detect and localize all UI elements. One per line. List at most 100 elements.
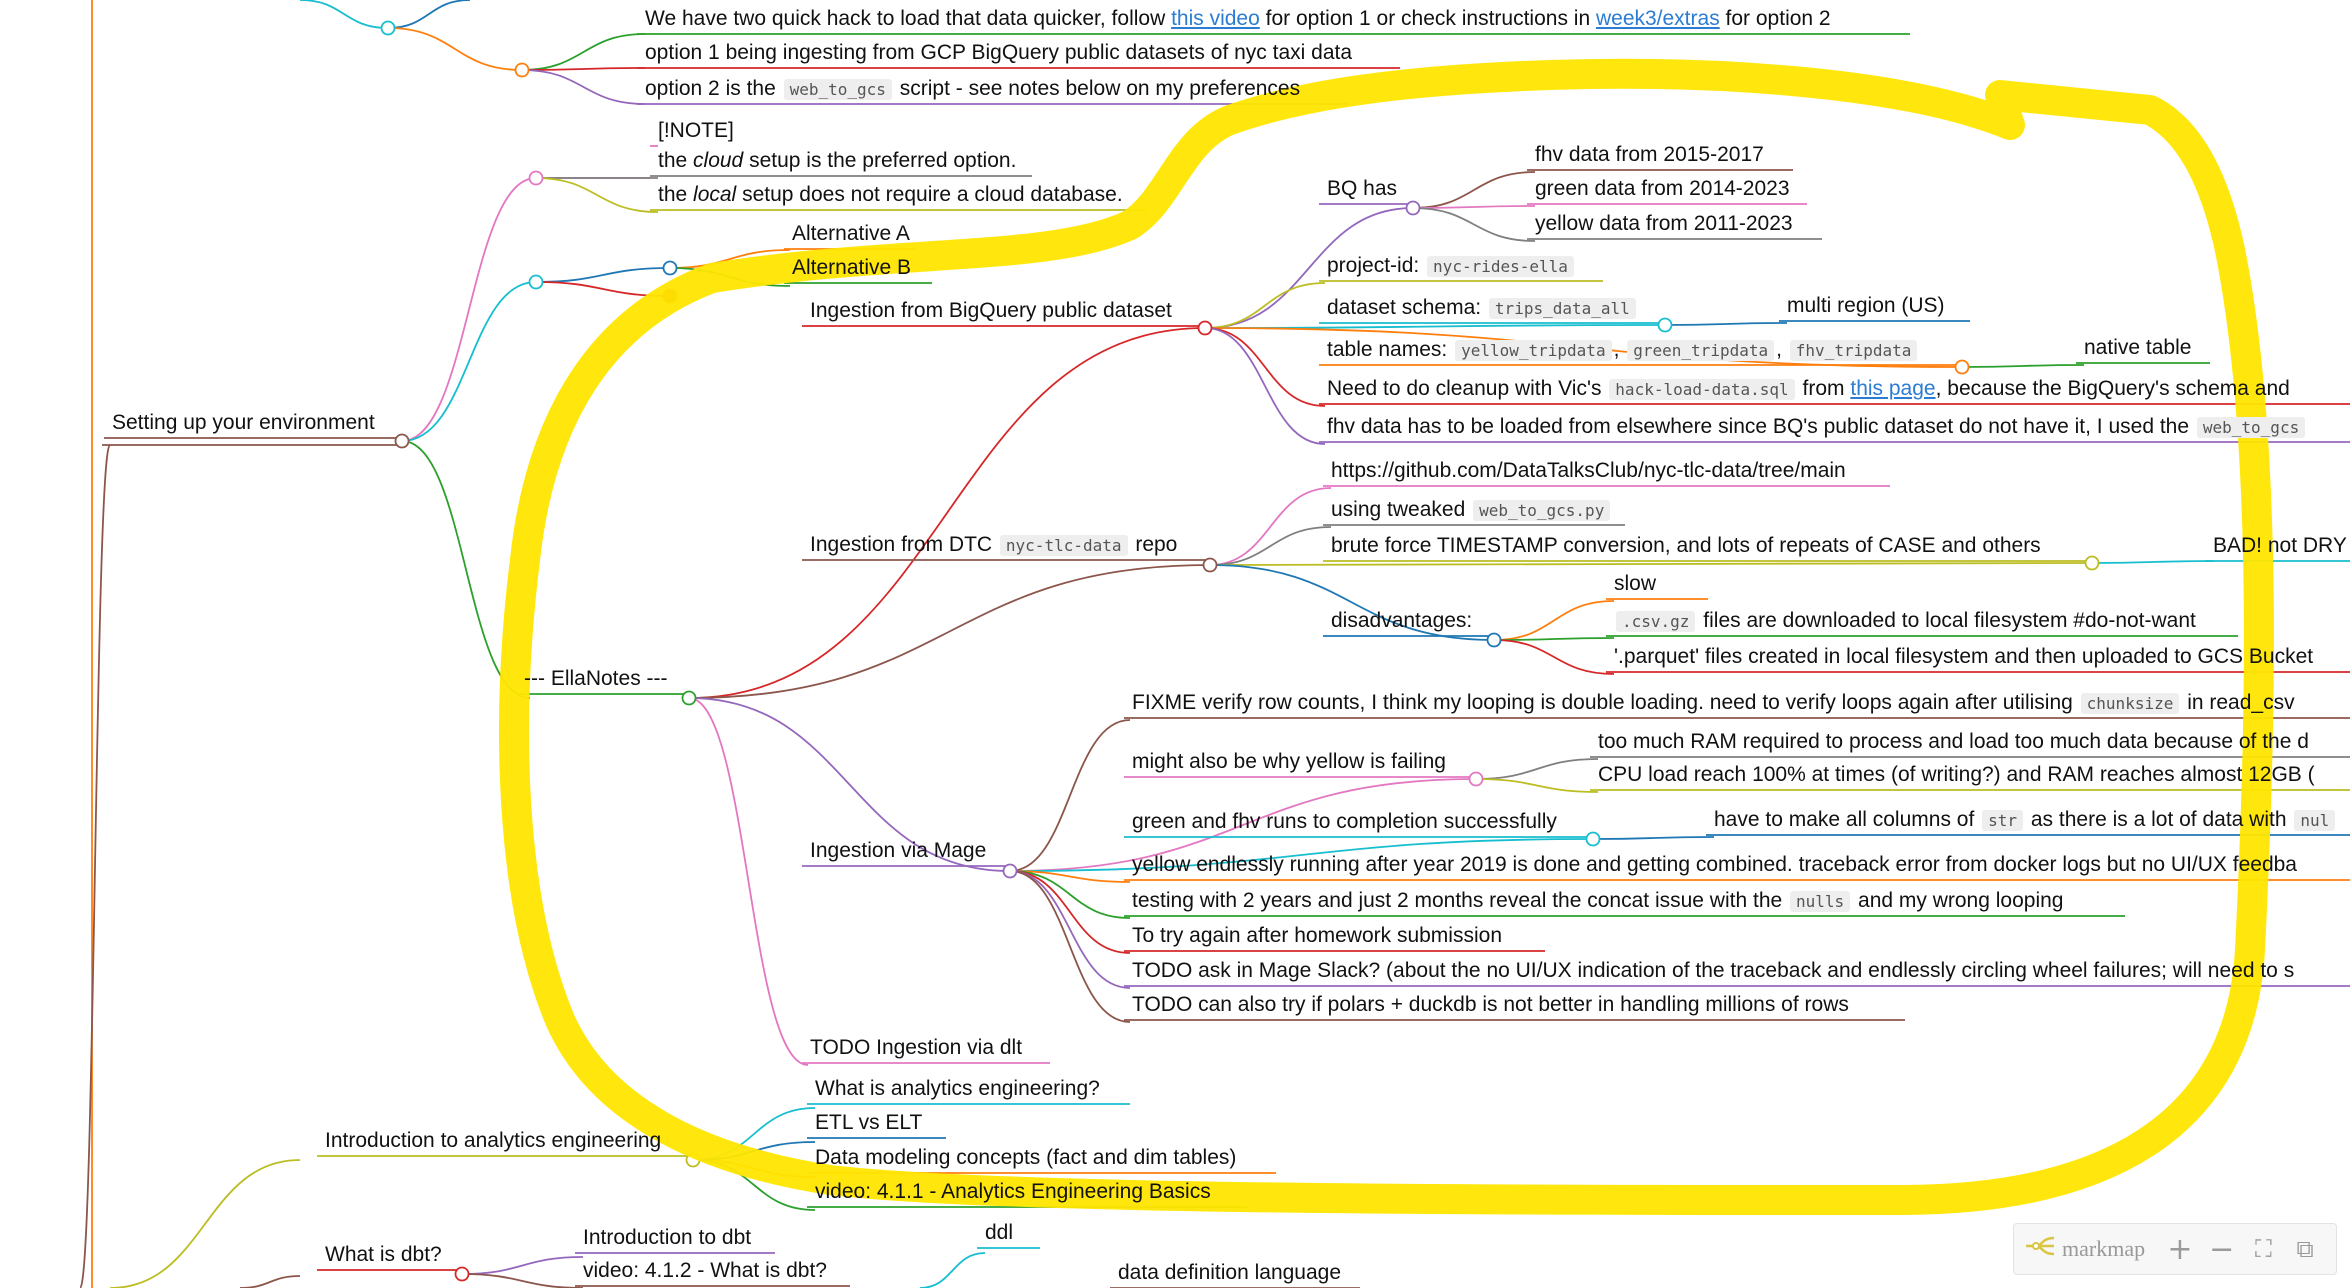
- node-text: video: 4.1.1 - Analytics Engineering Bas…: [815, 1180, 1211, 1203]
- node-fixme: FIXME verify row counts, I think my loop…: [1132, 691, 2295, 716]
- node-brute-force: brute force TIMESTAMP conversion, and lo…: [1331, 534, 2041, 558]
- node-bad-dry: BAD! not DRY: [2213, 534, 2347, 558]
- node-text: We have two quick hack to load that data…: [645, 7, 1172, 30]
- node-green-fhv-ok: green and fhv runs to completion success…: [1132, 810, 1557, 834]
- node-toggle[interactable]: [1202, 557, 1218, 573]
- node-text: TODO Ingestion via dlt: [810, 1036, 1023, 1059]
- inline-code: fhv_tripdata: [1789, 340, 1918, 361]
- node-toggle[interactable]: [454, 1266, 470, 1282]
- inline-code: hack-load-data.sql: [1609, 379, 1795, 400]
- node-slow: slow: [1614, 572, 1656, 596]
- fit-window-icon: ⛶: [2254, 1235, 2272, 1263]
- zoom-in-button[interactable]: +: [2159, 1229, 2201, 1269]
- hyperlink[interactable]: this page: [1850, 377, 1936, 400]
- node-what-is-ae: What is analytics engineering?: [815, 1077, 1100, 1101]
- node-project-id: project-id: nyc-rides-ella: [1327, 254, 1576, 279]
- node-dtc-repo: Ingestion from DTC nyc-tlc-data repo: [810, 533, 1177, 558]
- node-toggle[interactable]: [380, 20, 396, 36]
- node-text: ETL vs ELT: [815, 1111, 923, 1134]
- node-toggle[interactable]: [394, 433, 410, 449]
- node-etl-elt: ETL vs ELT: [815, 1111, 922, 1135]
- branch-edge: [1961, 364, 2085, 368]
- node-text: Ingestion from DTC: [810, 533, 998, 556]
- node-text: --- EllaNotes ---: [524, 667, 668, 690]
- branch-edge: [688, 697, 1011, 872]
- node-testing-concat: testing with 2 years and just 2 months r…: [1132, 889, 2063, 914]
- branch-edge: [461, 1273, 584, 1288]
- markmap-brand[interactable]: markmap: [2024, 1235, 2145, 1263]
- node-text: dataset schema:: [1327, 296, 1487, 319]
- toggle-recursive-button[interactable]: ⧉: [2284, 1229, 2326, 1269]
- node-toggle[interactable]: [528, 274, 544, 290]
- node-bq-public: Ingestion from BigQuery public dataset: [810, 299, 1172, 323]
- node-text: ,: [1776, 338, 1788, 361]
- hyperlink[interactable]: this video: [1171, 7, 1260, 30]
- node-toggle[interactable]: [528, 170, 544, 186]
- node-toggle[interactable]: [1486, 632, 1502, 648]
- hyperlink[interactable]: week3/extras: [1595, 7, 1720, 30]
- markmap-brand-label: markmap: [2062, 1236, 2146, 1261]
- emphasis-text: cloud: [693, 149, 744, 172]
- branch-edge: [521, 67, 646, 71]
- node-ddl: ddl: [985, 1221, 1013, 1245]
- node-toggle[interactable]: [1002, 863, 1018, 879]
- emphasis-text: local: [693, 183, 737, 206]
- branch-edge: [1493, 600, 1615, 641]
- branch-edge: [1493, 639, 1615, 675]
- branch-edge: [1009, 719, 1131, 872]
- zoom-out-button[interactable]: −: [2201, 1229, 2243, 1269]
- node-yellow-failing: might also be why yellow is failing: [1132, 750, 1446, 774]
- node-toggle[interactable]: [1657, 317, 1673, 333]
- branch-edge: [1009, 838, 1594, 872]
- node-toggle[interactable]: [1585, 831, 1601, 847]
- node-cpu-load: CPU load reach 100% at times (of writing…: [1598, 763, 2315, 787]
- node-text: data definition language: [1118, 1261, 1342, 1284]
- branch-edge: [1204, 327, 1326, 407]
- node-text: for option 2: [1719, 7, 1831, 30]
- branch-edge: [109, 1159, 301, 1288]
- node-text: TODO ask in Mage Slack? (about the no UI…: [1132, 959, 2295, 982]
- branch-edge: [401, 177, 537, 442]
- node-text: for option 1 or check instructions in: [1259, 7, 1596, 30]
- node-text: Ingestion from BigQuery public dataset: [810, 299, 1172, 322]
- node-text: To try again after homework submission: [1132, 924, 1502, 947]
- node-cleanup: Need to do cleanup with Vic's hack-load-…: [1327, 377, 2290, 402]
- node-mage: Ingestion via Mage: [810, 839, 986, 863]
- branch-edge: [1204, 327, 1326, 445]
- branch-edge: [521, 69, 646, 105]
- node-toggle[interactable]: [1405, 200, 1421, 216]
- node-text: have to make all columns of: [1714, 808, 1981, 831]
- node-quick-hack: We have two quick hack to load that data…: [645, 7, 1831, 31]
- branch-edge: [1009, 870, 1131, 1023]
- fit-window-button[interactable]: ⛶: [2243, 1229, 2285, 1269]
- inline-code: nyc-tlc-data: [999, 535, 1128, 556]
- inline-code: nulls: [1790, 891, 1851, 912]
- node-toggle[interactable]: [2084, 555, 2100, 571]
- branch-edge: [688, 564, 1211, 699]
- node-disadvantages: disadvantages:: [1331, 609, 1472, 633]
- node-video-412: video: 4.1.2 - What is dbt?: [583, 1259, 827, 1283]
- node-toggle[interactable]: [1468, 771, 1484, 787]
- node-text: too much RAM required to process and loa…: [1598, 730, 2309, 753]
- node-text: video: 4.1.2 - What is dbt?: [583, 1259, 827, 1282]
- node-toggle[interactable]: [1954, 359, 1970, 375]
- branch-edge: [79, 444, 111, 1288]
- branch-edge: [1009, 870, 1131, 919]
- node-toggle[interactable]: [681, 690, 697, 706]
- node-yellow-data: yellow data from 2011-2023: [1535, 212, 1793, 236]
- branch-edge: [535, 177, 659, 213]
- node-ddl-full: data definition language: [1118, 1261, 1341, 1285]
- branch-edge: [387, 0, 471, 29]
- toggle-recursive-icon: ⧉: [2296, 1235, 2314, 1263]
- node-toggle[interactable]: [514, 62, 530, 78]
- node-note-cloud: the cloud setup is the preferred option.: [658, 149, 1016, 173]
- node-text: What is analytics engineering?: [815, 1077, 1100, 1100]
- node-text: FIXME verify row counts, I think my loop…: [1132, 691, 2079, 714]
- node-toggle[interactable]: [1197, 320, 1213, 336]
- node-toggle[interactable]: [662, 260, 678, 276]
- branch-edge: [239, 1275, 301, 1288]
- inline-code: chunksize: [2080, 693, 2180, 714]
- branch-edge: [1493, 637, 1615, 641]
- node-text: Alternative A: [792, 222, 910, 245]
